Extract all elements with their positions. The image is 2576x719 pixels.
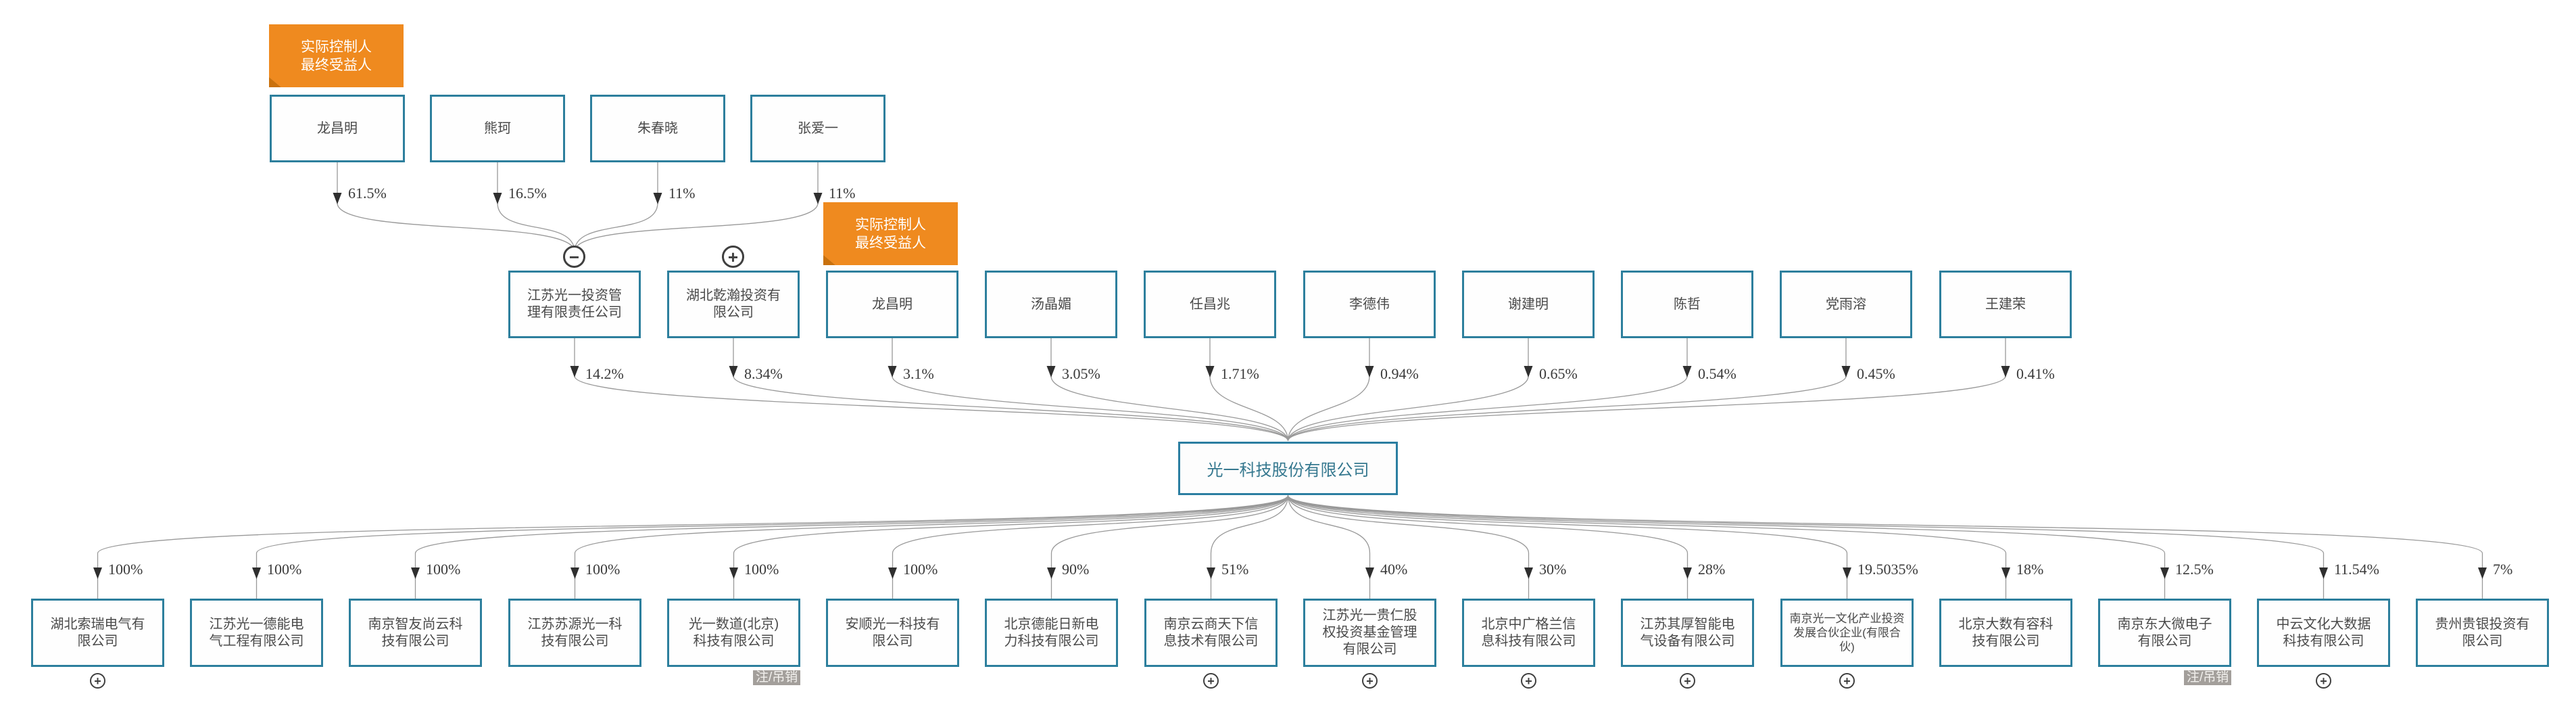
shareholder-node[interactable]: 龙昌明 bbox=[826, 271, 958, 338]
ownership-percent-label: 16.5% bbox=[508, 185, 547, 202]
expand-icon[interactable]: + bbox=[90, 673, 105, 689]
ownership-percent-label: 3.1% bbox=[903, 365, 934, 382]
ownership-percent-label: 30% bbox=[1539, 561, 1567, 578]
controller-badge: 实际控制人 最终受益人 bbox=[823, 202, 958, 265]
shareholder-node[interactable]: 湖北乾瀚投资有限公司 bbox=[667, 271, 800, 338]
ownership-percent-label: 7% bbox=[2493, 561, 2513, 578]
ownership-percent-label: 61.5% bbox=[348, 185, 387, 202]
ownership-percent-label: 12.5% bbox=[2175, 561, 2214, 578]
expand-icon[interactable]: + bbox=[1203, 673, 1219, 689]
subsidiary-node[interactable]: 北京中广格兰信息科技有限公司 bbox=[1462, 599, 1595, 667]
shareholder-node[interactable]: 熊珂 bbox=[430, 95, 565, 162]
ownership-percent-label: 100% bbox=[903, 561, 938, 578]
ownership-percent-label: 90% bbox=[1062, 561, 1090, 578]
ownership-percent-label: 0.41% bbox=[2016, 365, 2055, 382]
ownership-percent-label: 100% bbox=[108, 561, 143, 578]
status-badge: 注/吊销 bbox=[2184, 670, 2232, 685]
shareholder-node[interactable]: 江苏光一投资管理有限责任公司 bbox=[508, 271, 641, 338]
subsidiary-node[interactable]: 江苏其厚智能电气设备有限公司 bbox=[1621, 599, 1754, 667]
subsidiary-node[interactable]: 南京光一文化产业投资发展合伙企业(有限合伙) bbox=[1780, 599, 1914, 667]
controller-badge-text: 实际控制人 最终受益人 bbox=[269, 24, 404, 87]
shareholder-node[interactable]: 张爱一 bbox=[750, 95, 885, 162]
shareholder-node[interactable]: 王建荣 bbox=[1939, 271, 2072, 338]
ownership-percent-label: 100% bbox=[585, 561, 621, 578]
subsidiary-node[interactable]: 光一数道(北京)科技有限公司 bbox=[667, 599, 800, 667]
subsidiary-node[interactable]: 湖北索瑞电气有限公司 bbox=[31, 599, 164, 667]
ownership-percent-label: 3.05% bbox=[1062, 365, 1100, 382]
subsidiary-node[interactable]: 江苏光一德能电气工程有限公司 bbox=[190, 599, 323, 667]
root-company-node[interactable]: 光一科技股份有限公司 bbox=[1178, 442, 1398, 495]
shareholder-node[interactable]: 谢建明 bbox=[1462, 271, 1595, 338]
ownership-percent-label: 8.34% bbox=[744, 365, 783, 382]
controller-badge: 实际控制人 最终受益人 bbox=[269, 24, 404, 87]
status-badge: 注/吊销 bbox=[753, 670, 801, 685]
subsidiary-node[interactable]: 南京智友尚云科技有限公司 bbox=[349, 599, 482, 667]
ownership-percent-label: 100% bbox=[744, 561, 779, 578]
expand-icon[interactable]: + bbox=[1362, 673, 1378, 689]
ownership-percent-label: 11% bbox=[829, 185, 856, 202]
shareholder-node[interactable]: 汤晶媚 bbox=[985, 271, 1117, 338]
ownership-percent-label: 51% bbox=[1221, 561, 1249, 578]
expand-icon[interactable]: + bbox=[722, 246, 744, 268]
subsidiary-node[interactable]: 北京德能日新电力科技有限公司 bbox=[985, 599, 1118, 667]
shareholder-node[interactable]: 陈哲 bbox=[1621, 271, 1753, 338]
expand-icon[interactable]: + bbox=[1521, 673, 1536, 689]
controller-badge-line1: 实际控制人 bbox=[301, 39, 372, 55]
ownership-percent-label: 11.54% bbox=[2334, 561, 2380, 578]
shareholder-node[interactable]: 任昌兆 bbox=[1144, 271, 1276, 338]
controller-badge-line2: 最终受益人 bbox=[855, 235, 926, 251]
shareholder-node[interactable]: 党雨溶 bbox=[1780, 271, 1912, 338]
ownership-percent-label: 19.5035% bbox=[1857, 561, 1918, 578]
shareholder-node[interactable]: 李德伟 bbox=[1303, 271, 1436, 338]
subsidiary-node[interactable]: 贵州贵银投资有限公司 bbox=[2416, 599, 2549, 667]
subsidiary-node[interactable]: 江苏光一贵仁股权投资基金管理有限公司 bbox=[1303, 599, 1436, 667]
ownership-percent-label: 0.45% bbox=[1857, 365, 1895, 382]
ownership-percent-label: 100% bbox=[267, 561, 302, 578]
controller-badge-line1: 实际控制人 bbox=[855, 216, 926, 233]
controller-badge-text: 实际控制人 最终受益人 bbox=[823, 202, 958, 265]
ownership-percent-label: 14.2% bbox=[585, 365, 624, 382]
subsidiary-node[interactable]: 中云文化大数据科技有限公司 bbox=[2257, 599, 2390, 667]
subsidiary-node[interactable]: 南京东大微电子有限公司 bbox=[2098, 599, 2231, 667]
expand-icon[interactable]: + bbox=[1680, 673, 1695, 689]
ownership-percent-label: 0.94% bbox=[1380, 365, 1419, 382]
expand-icon[interactable]: + bbox=[1839, 673, 1855, 689]
ownership-percent-label: 100% bbox=[426, 561, 461, 578]
ownership-percent-label: 11% bbox=[669, 185, 696, 202]
shareholder-node[interactable]: 龙昌明 bbox=[270, 95, 405, 162]
controller-badge-line2: 最终受益人 bbox=[301, 57, 372, 73]
ownership-percent-label: 18% bbox=[2016, 561, 2044, 578]
collapse-icon[interactable]: − bbox=[563, 246, 585, 268]
ownership-percent-label: 0.54% bbox=[1698, 365, 1736, 382]
ownership-percent-label: 40% bbox=[1380, 561, 1408, 578]
subsidiary-node[interactable]: 南京云商天下信息技术有限公司 bbox=[1144, 599, 1278, 667]
subsidiary-node[interactable]: 北京大数有容科技有限公司 bbox=[1939, 599, 2072, 667]
ownership-percent-label: 28% bbox=[1698, 561, 1726, 578]
ownership-percent-label: 0.65% bbox=[1539, 365, 1578, 382]
subsidiary-node[interactable]: 江苏苏源光一科技有限公司 bbox=[508, 599, 641, 667]
ownership-percent-label: 1.71% bbox=[1221, 365, 1259, 382]
subsidiary-node[interactable]: 安顺光一科技有限公司 bbox=[826, 599, 959, 667]
expand-icon[interactable]: + bbox=[2316, 673, 2331, 689]
shareholder-node[interactable]: 朱春晓 bbox=[590, 95, 725, 162]
